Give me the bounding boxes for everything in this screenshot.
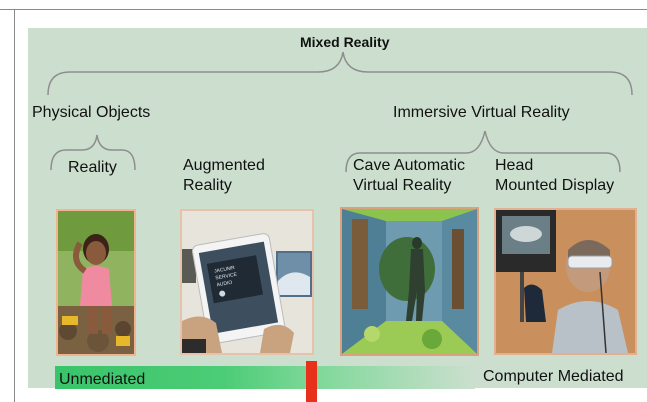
cave-label-line2: Virtual Reality (353, 177, 452, 194)
tablet-line1: JACUMR (214, 265, 236, 275)
mediation-scale-bar (55, 366, 475, 389)
hmd-label-line2: Mounted Display (495, 177, 615, 194)
cave-photo (340, 207, 479, 356)
physical-objects-brace (50, 134, 136, 171)
frame-left-line (14, 9, 15, 402)
augmented-label-line2: Reality (183, 177, 232, 194)
immersive-vr-label: Immersive Virtual Reality (393, 104, 570, 121)
reality-photo (56, 209, 136, 356)
immersive-vr-brace (345, 130, 621, 173)
mixed-reality-brace (47, 51, 633, 96)
hmd-label-line1: Head (495, 157, 534, 174)
cave-label-line1: Cave Automatic (353, 157, 466, 174)
augmented-reality-photo: JACUMR SERVICE AUDIO (180, 209, 314, 355)
computer-mediated-label: Computer Mediated (483, 368, 624, 385)
panel-bottom-gap (28, 388, 647, 402)
hmd-photo (494, 208, 637, 355)
physical-objects-label: Physical Objects (32, 104, 151, 121)
tablet-line2: SERVICE (215, 272, 238, 282)
frame-top-line (0, 9, 647, 10)
augmented-label-line1: Augmented (183, 157, 265, 174)
tablet-line3: AUDIO (216, 280, 233, 289)
unmediated-label: Unmediated (59, 371, 146, 388)
reality-label: Reality (68, 159, 117, 176)
diagram-title: Mixed Reality (300, 34, 390, 50)
scale-position-marker (306, 361, 317, 402)
